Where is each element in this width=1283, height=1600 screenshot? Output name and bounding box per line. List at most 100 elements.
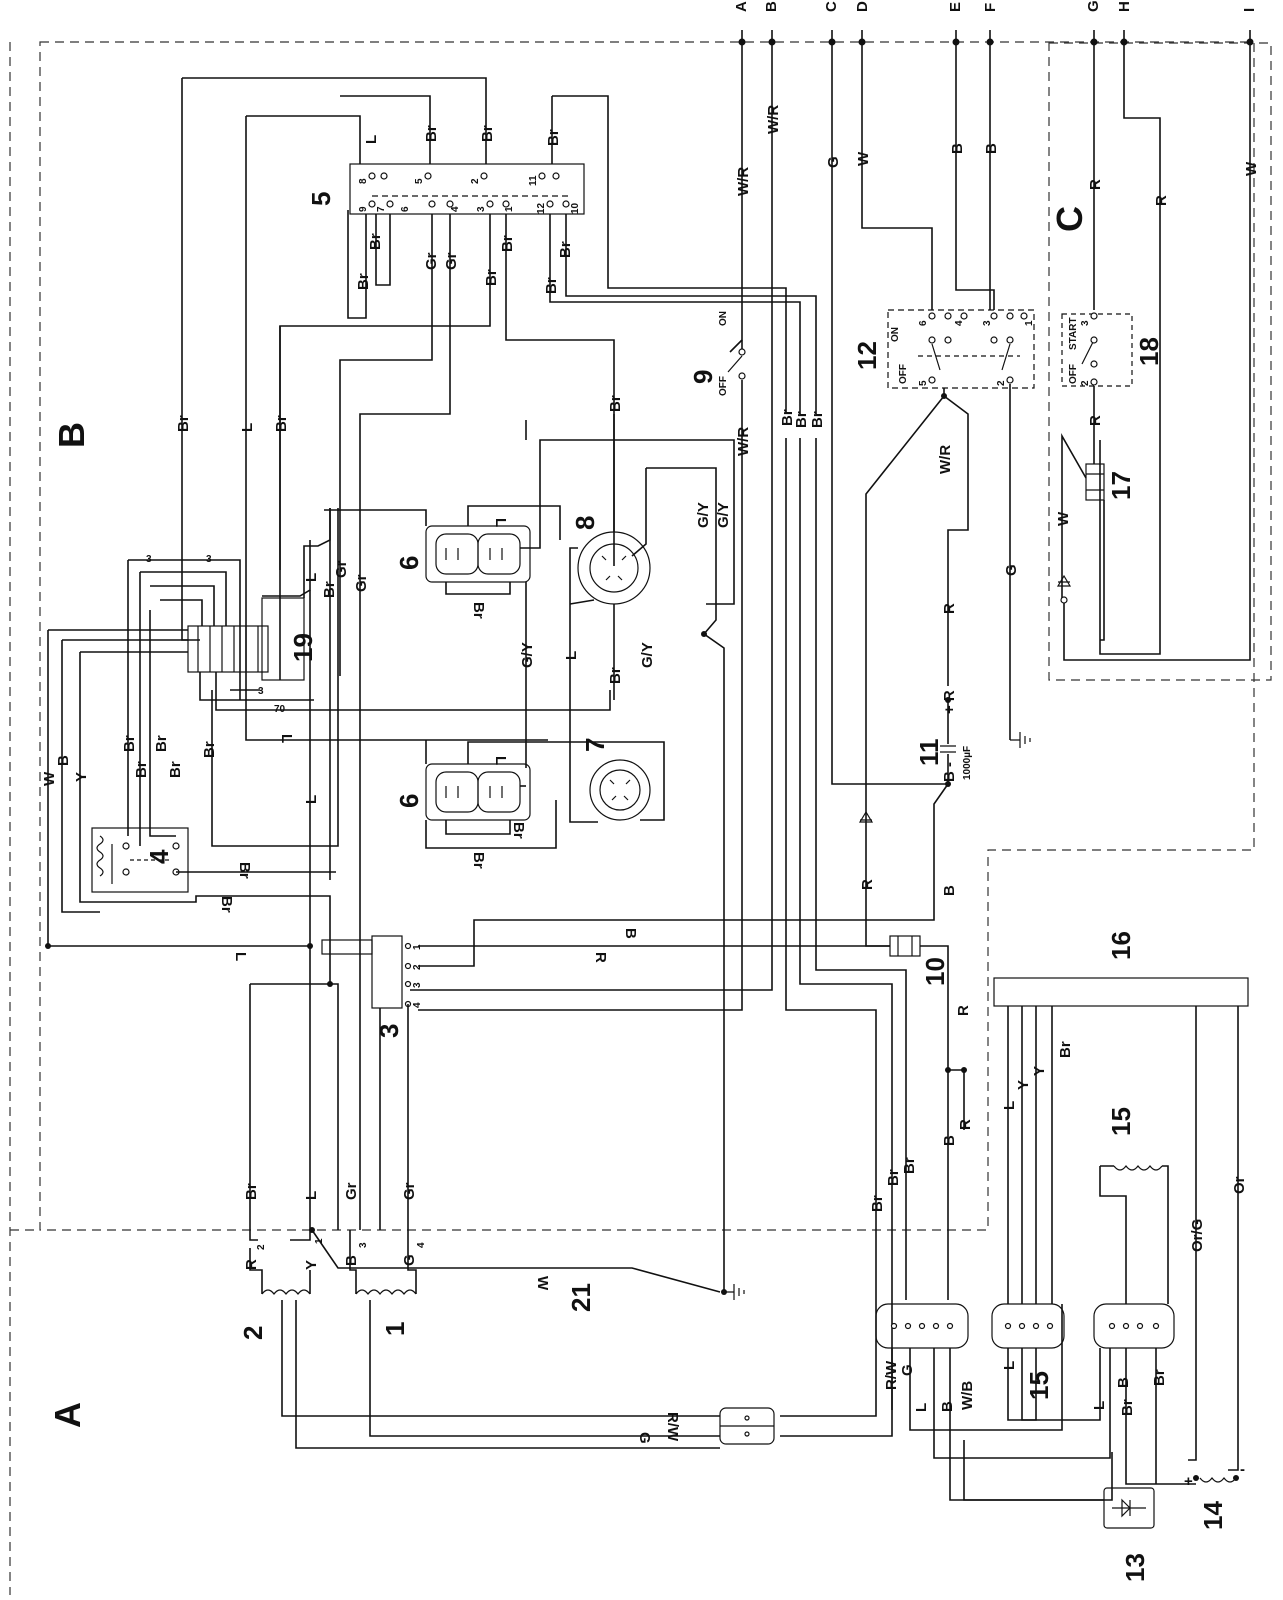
terminal-h: H <box>1116 1 1133 12</box>
component-number-21: 21 <box>566 1283 596 1312</box>
polarity-minus: - <box>1240 1461 1245 1478</box>
wire-11-b <box>418 783 949 967</box>
wire-label-br-5a: Br <box>423 125 440 142</box>
component-number-15: 15 <box>1024 1371 1054 1400</box>
wire-label-l-c: L <box>913 1403 930 1412</box>
wire-label-or: Or <box>1231 1176 1248 1194</box>
component-number-6b: 6 <box>394 794 424 808</box>
terminal-f: F <box>982 3 999 12</box>
component-number-1: 1 <box>380 1322 410 1336</box>
wire-label-r-10: R <box>592 952 609 963</box>
wire-label-y-left: Y <box>73 772 90 782</box>
component-number-4: 4 <box>144 849 174 864</box>
wire-label-rw-b: R/W <box>883 1360 900 1390</box>
component-2-winding: R Y 2 1 <box>243 1230 325 1295</box>
component-1-winding: B G 3 4 <box>343 1230 427 1295</box>
terminal-c: C <box>823 1 840 12</box>
wire-12-to-11 <box>943 388 969 686</box>
wire-label-r-g: R <box>1087 179 1104 190</box>
sw5-pin-10: 10 <box>570 202 581 214</box>
wire-label-br-5e: Br <box>355 273 372 290</box>
wire-label-br-9c: Br <box>809 411 826 428</box>
wire-label-l-17: L <box>1001 1101 1018 1110</box>
sw12-pin-3: 3 <box>982 320 993 326</box>
terminal-a: A <box>733 1 750 12</box>
wire-label-br-5d: Br <box>367 233 384 250</box>
wire-label-br-9a: Br <box>779 409 796 426</box>
wire-label-br-4c: Br <box>153 735 170 752</box>
outlet-8-wiring <box>525 414 717 800</box>
sw5-pin-11: 11 <box>528 175 539 186</box>
wire-label-br-4b: Br <box>133 761 150 778</box>
terminal-wires <box>410 30 1251 991</box>
wire-label-l-15: L <box>1001 1361 1018 1370</box>
wire-label-br-4a: Br <box>121 735 138 752</box>
polarity-plus: + <box>1184 1473 1193 1490</box>
wire-label-r-diode: R <box>859 879 876 890</box>
wire-label-l-8: L <box>563 651 580 660</box>
w1-pin-3: 3 <box>358 1242 369 1248</box>
wire-label-br-h: Br <box>901 1157 918 1174</box>
wire-label-g-w1: G <box>401 1254 418 1266</box>
zone-b-border <box>39 41 1255 1231</box>
sw5-pin-2: 2 <box>470 178 481 184</box>
sw12-pin-4: 4 <box>954 320 965 326</box>
outlet-6-lower-wiring <box>425 740 665 849</box>
wire-label-g-b: G <box>899 1364 916 1376</box>
wire-label-l-gen: L <box>303 1191 320 1200</box>
zone-c-border <box>1048 42 1272 681</box>
wire-label-br-17: Br <box>1057 1041 1074 1058</box>
wire-label-gy-8c: G/Y <box>519 642 536 668</box>
component-10-fuse <box>889 935 921 957</box>
component-5-rotary-switch: 8 5 2 11 9 7 6 4 3 1 12 10 <box>349 163 585 215</box>
conn20-label-3a: 3 <box>146 554 152 565</box>
wire-label-w-i: W <box>1243 161 1260 176</box>
wire-label-b-f: B <box>983 143 1000 154</box>
sw5-pin-4: 4 <box>450 206 461 212</box>
component-number-8: 8 <box>570 516 600 530</box>
connector-inline <box>719 1407 775 1445</box>
wire-label-l-6b: L <box>492 756 509 765</box>
conn20-label-70: 70 <box>274 704 286 715</box>
component-18-fuse <box>1085 463 1105 501</box>
tb3-pin-4: 4 <box>412 1002 423 1008</box>
sw19-off-label: OFF <box>1068 364 1079 384</box>
sw5-pin-8: 8 <box>358 178 369 184</box>
wire-label-br-b1: Br <box>175 415 192 432</box>
wire-label-b-d: B <box>1115 1377 1132 1388</box>
wire-label-r-w2: R <box>243 1259 260 1270</box>
wire-label-br-e: Br <box>1119 1399 1136 1416</box>
wire-label-br-5c: Br <box>545 129 562 146</box>
wire-label-g-12: G <box>1003 564 1020 576</box>
wire-label-gr-gen2: Gr <box>401 1182 418 1200</box>
ground-bus <box>703 633 725 1290</box>
wire-label-br-5i: Br <box>557 241 574 258</box>
wire-label-w-21: W <box>534 1276 551 1291</box>
wire-label-gr-5b: Gr <box>443 252 460 270</box>
component-6-outlet-upper <box>425 525 531 583</box>
wire-label-g-c: G <box>825 156 842 168</box>
component-number-10: 10 <box>920 957 950 986</box>
w2-pin-2: 2 <box>256 1244 267 1250</box>
component-number-5: 5 <box>306 192 336 206</box>
terminal-g: G <box>1085 0 1102 12</box>
wire-label-org: Or/G <box>1189 1219 1206 1252</box>
sw12-off-label: OFF <box>898 364 909 384</box>
terminal-i: I <box>1241 8 1258 12</box>
main-harness-left <box>181 78 548 1230</box>
wire-label-l-20: L <box>278 734 295 743</box>
wire-label-b-w1: B <box>343 1255 360 1266</box>
component-14-charge-coil <box>1150 1475 1239 1485</box>
sw5-pin-9: 9 <box>358 206 369 212</box>
wire-label-b-left: B <box>55 755 72 766</box>
wire-label-br-f: Br <box>869 1195 886 1212</box>
wire-label-b-11b: B <box>622 928 639 939</box>
wire-label-b-c: B <box>939 1401 956 1412</box>
zone-label-c: C <box>1049 206 1090 232</box>
wire-label-br-6c: Br <box>470 852 487 869</box>
wire-label-wb: W/B <box>959 1381 976 1410</box>
component-number-12: 12 <box>852 341 882 370</box>
connector-15 <box>991 1303 1065 1349</box>
outlet-6-upper-wiring <box>324 439 735 605</box>
